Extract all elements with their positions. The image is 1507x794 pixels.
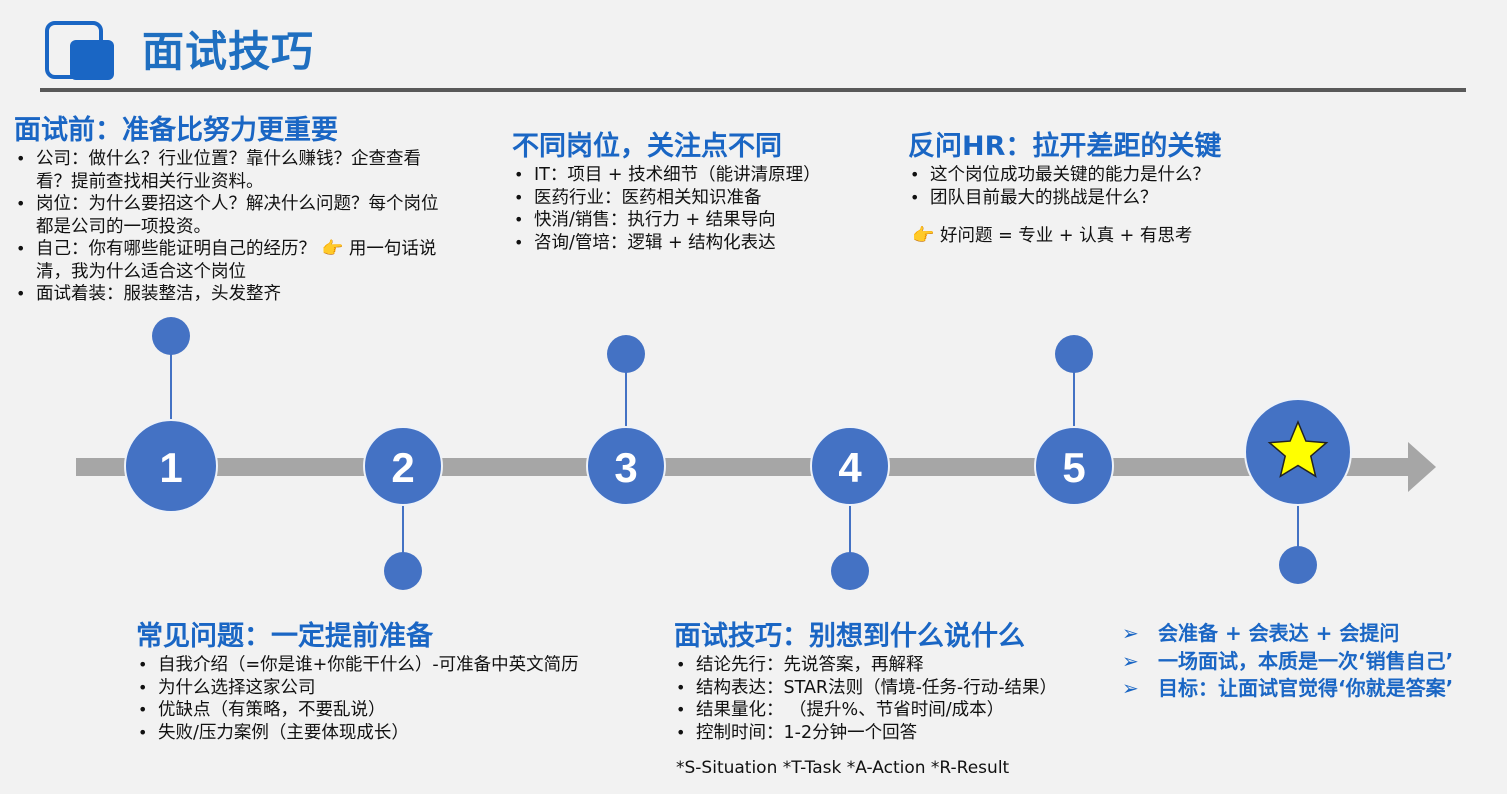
dot-1 xyxy=(152,317,190,355)
title-divider xyxy=(40,88,1466,92)
node-label-4: 4 xyxy=(838,444,862,491)
dot-3 xyxy=(607,335,645,373)
node-label-5: 5 xyxy=(1062,444,1085,491)
dot-2 xyxy=(384,552,422,590)
list-item: 失败/压力案例（主要体现成长） xyxy=(136,722,636,745)
list-item: 为什么选择这家公司 xyxy=(136,677,636,700)
section-title: 反问HR：拉开差距的关键 xyxy=(908,131,1222,162)
node-label-3: 3 xyxy=(614,444,637,491)
arrow-bullet-icon: ➢ xyxy=(1122,676,1139,700)
section-common: 常见问题：一定提前准备 自我介绍（=你是谁+你能干什么）-可准备中英文简历 为什… xyxy=(136,620,636,744)
node-5 xyxy=(1034,426,1114,506)
list-item: 结果量化： （提升%、节省时间/成本） xyxy=(674,699,1114,722)
section-title: 面试前：准备比努力更重要 xyxy=(14,115,338,146)
list-item: 控制时间：1-2分钟一个回答 xyxy=(674,722,1114,745)
summary-row: ➢ 目标：让面试官觉得‘你就是答案’ xyxy=(1122,675,1453,703)
dot-5 xyxy=(1055,335,1093,373)
good-question-tip: 👉 好问题 = 专业 + 认真 + 有思考 xyxy=(908,225,1328,247)
node-4 xyxy=(810,426,890,506)
section-skills: 面试技巧：别想到什么说什么 结论先行：先说答案，再解释 结构表达：STAR法则（… xyxy=(674,620,1114,744)
logo-icon xyxy=(45,21,114,80)
section-ask: 反问HR：拉开差距的关键 这个岗位成功最关键的能力是什么？ 团队目前最大的挑战是… xyxy=(908,130,1328,247)
node-label-1: 1 xyxy=(159,444,182,491)
list-item: 自己：你有哪些能证明自己的经历？ 👉 用一句话说清，我为什么适合这个岗位 xyxy=(14,238,454,283)
list-item: 公司：做什么？行业位置？靠什么赚钱？企查查看看？提前查找相关行业资料。 xyxy=(14,148,454,193)
list-item: 这个岗位成功最关键的能力是什么？ xyxy=(908,164,1328,187)
dot-4 xyxy=(831,552,869,590)
list-item: 咨询/管培：逻辑 + 结构化表达 xyxy=(512,232,912,255)
list-item: 团队目前最大的挑战是什么？ xyxy=(908,187,1328,210)
summary-text: 一场面试，本质是一次‘销售自己’ xyxy=(1158,648,1454,673)
star-footnote: *S-Situation *T-Task *A-Action *R-Result xyxy=(676,758,1010,778)
summary-list: ➢ 会准备 + 会表达 + 会提问 ➢ 一场面试，本质是一次‘销售自己’ ➢ 目标：让… xyxy=(1122,620,1453,703)
node-label-2: 2 xyxy=(391,444,414,491)
list-item: 优缺点（有策略，不要乱说） xyxy=(136,699,636,722)
section-title: 面试技巧：别想到什么说什么 xyxy=(674,621,1025,652)
arrow-bullet-icon: ➢ xyxy=(1122,648,1139,673)
section-title: 常见问题：一定提前准备 xyxy=(136,621,433,652)
node-2 xyxy=(363,426,443,506)
arrow-bullet-icon: ➢ xyxy=(1122,621,1139,645)
list-item: 结构表达：STAR法则（情境-任务-行动-结果） xyxy=(674,677,1114,700)
list-item: 医药行业：医药相关知识准备 xyxy=(512,187,912,210)
summary-text: 目标：让面试官觉得‘你就是答案’ xyxy=(1158,676,1454,700)
dot-6 xyxy=(1279,546,1317,584)
node-3 xyxy=(586,426,666,506)
star-icon xyxy=(1267,420,1329,478)
page-title: 面试技巧 xyxy=(142,27,315,76)
timeline-arrowhead xyxy=(1408,442,1436,492)
list-item: 自我介绍（=你是谁+你能干什么）-可准备中英文简历 xyxy=(136,654,636,677)
summary-row: ➢ 一场面试，本质是一次‘销售自己’ xyxy=(1122,648,1453,676)
list-item: 快消/销售：执行力 + 结果导向 xyxy=(512,209,912,232)
timeline-track xyxy=(76,458,1414,476)
section-before: 面试前：准备比努力更重要 公司：做什么？行业位置？靠什么赚钱？企查查看看？提前查… xyxy=(14,114,454,306)
list-item: 岗位：为什么要招这个人？解决什么问题？每个岗位都是公司的一项投资。 xyxy=(14,193,454,238)
list-item: 面试着装：服装整洁，头发整齐 xyxy=(14,283,454,306)
list-item: 结论先行：先说答案，再解释 xyxy=(674,654,1114,677)
tip-text: 好问题 = 专业 + 认真 + 有思考 xyxy=(940,226,1193,246)
section-roles: 不同岗位，关注点不同 IT：项目 + 技术细节（能讲清原理） 医药行业：医药相关… xyxy=(512,130,912,254)
summary-text: 会准备 + 会表达 + 会提问 xyxy=(1158,621,1400,645)
summary-row: ➢ 会准备 + 会表达 + 会提问 xyxy=(1122,620,1453,648)
node-1 xyxy=(124,419,218,513)
pointing-hand-icon: 👉 xyxy=(912,225,935,246)
list-item: IT：项目 + 技术细节（能讲清原理） xyxy=(512,164,912,187)
section-title: 不同岗位，关注点不同 xyxy=(512,131,782,162)
